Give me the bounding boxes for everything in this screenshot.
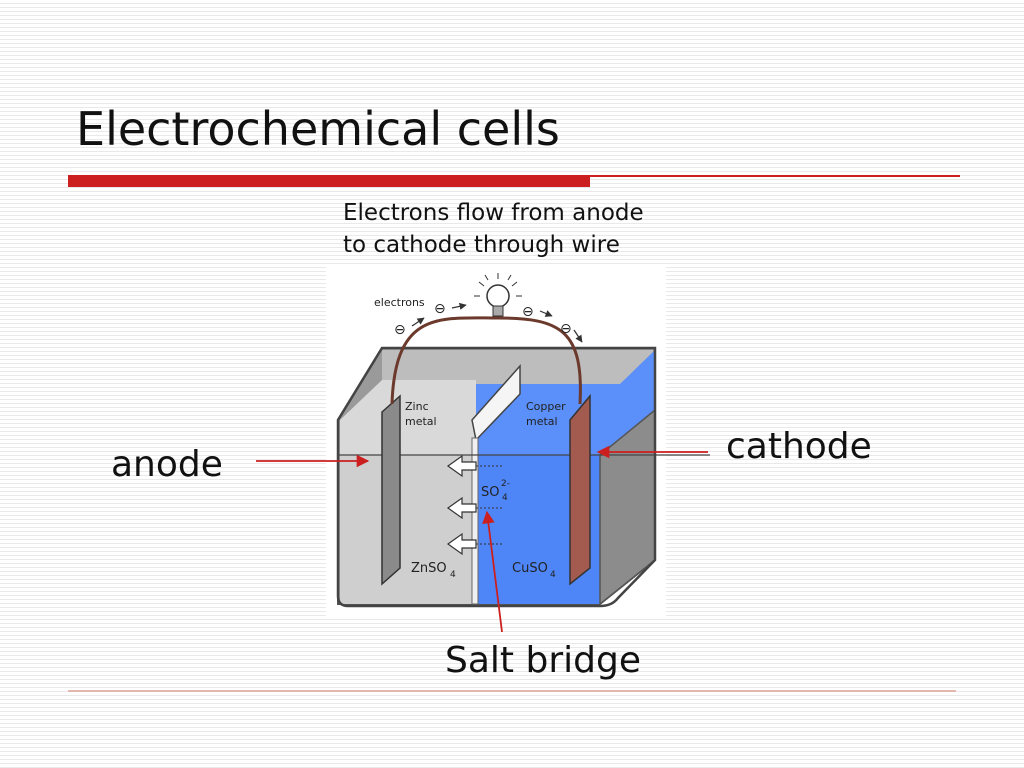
copper-sulfate-label: CuSO 4 xyxy=(512,561,556,580)
electrons-label: electrons xyxy=(374,296,425,309)
svg-text:⊖: ⊖ xyxy=(560,321,572,337)
svg-text:⊖: ⊖ xyxy=(522,304,534,320)
svg-text:2-: 2- xyxy=(501,479,510,489)
ion-flow-arrow xyxy=(446,496,502,520)
salt-bridge-callout: Salt bridge xyxy=(445,640,641,681)
zinc-electrode xyxy=(381,394,401,586)
svg-text:4: 4 xyxy=(502,493,508,503)
electron-marker: ⊖ xyxy=(522,304,553,320)
svg-text:ZnSO: ZnSO xyxy=(411,561,447,576)
svg-text:4: 4 xyxy=(550,570,556,580)
salt-bridge-partition-top xyxy=(471,364,521,442)
svg-text:4: 4 xyxy=(450,570,456,580)
salt-bridge-pointer xyxy=(482,510,503,633)
svg-text:CuSO: CuSO xyxy=(512,561,548,576)
title-rule xyxy=(68,175,590,187)
salt-bridge-partition xyxy=(471,437,479,605)
zinc-solution xyxy=(340,455,476,604)
slide-title: Electrochemical cells xyxy=(76,102,560,156)
copper-electrode xyxy=(569,393,591,586)
electron-marker: ⊖ xyxy=(394,317,425,338)
ion-flow-arrow xyxy=(446,454,502,478)
electron-marker: ⊖ xyxy=(434,301,467,317)
zinc-compartment-air xyxy=(340,380,476,455)
svg-text:⊖: ⊖ xyxy=(394,322,406,338)
footer-rule xyxy=(68,690,956,692)
copper-label-line1: Copper xyxy=(526,400,566,413)
svg-text:⊖: ⊖ xyxy=(434,301,446,317)
anode-callout: anode xyxy=(111,444,223,485)
sulfate-ion-label: SO 4 2- xyxy=(481,479,510,503)
zinc-label-line1: Zinc xyxy=(405,400,429,413)
zinc-label-line2: metal xyxy=(405,415,437,428)
copper-label-line2: metal xyxy=(526,415,558,428)
caption-line-2: to cathode through wire xyxy=(343,232,620,258)
wire xyxy=(390,316,582,405)
light-bulb-icon xyxy=(474,273,522,317)
cathode-callout: cathode xyxy=(726,426,872,467)
caption-line-1: Electrons flow from anode xyxy=(343,200,644,226)
zinc-sulfate-label: ZnSO 4 xyxy=(411,561,456,580)
title-rule-extension xyxy=(590,175,960,177)
container-outline xyxy=(336,346,657,608)
ion-flow-arrow xyxy=(446,532,502,556)
svg-text:SO: SO xyxy=(481,485,499,500)
copper-solution-front xyxy=(476,455,600,604)
electron-marker: ⊖ xyxy=(560,321,583,343)
